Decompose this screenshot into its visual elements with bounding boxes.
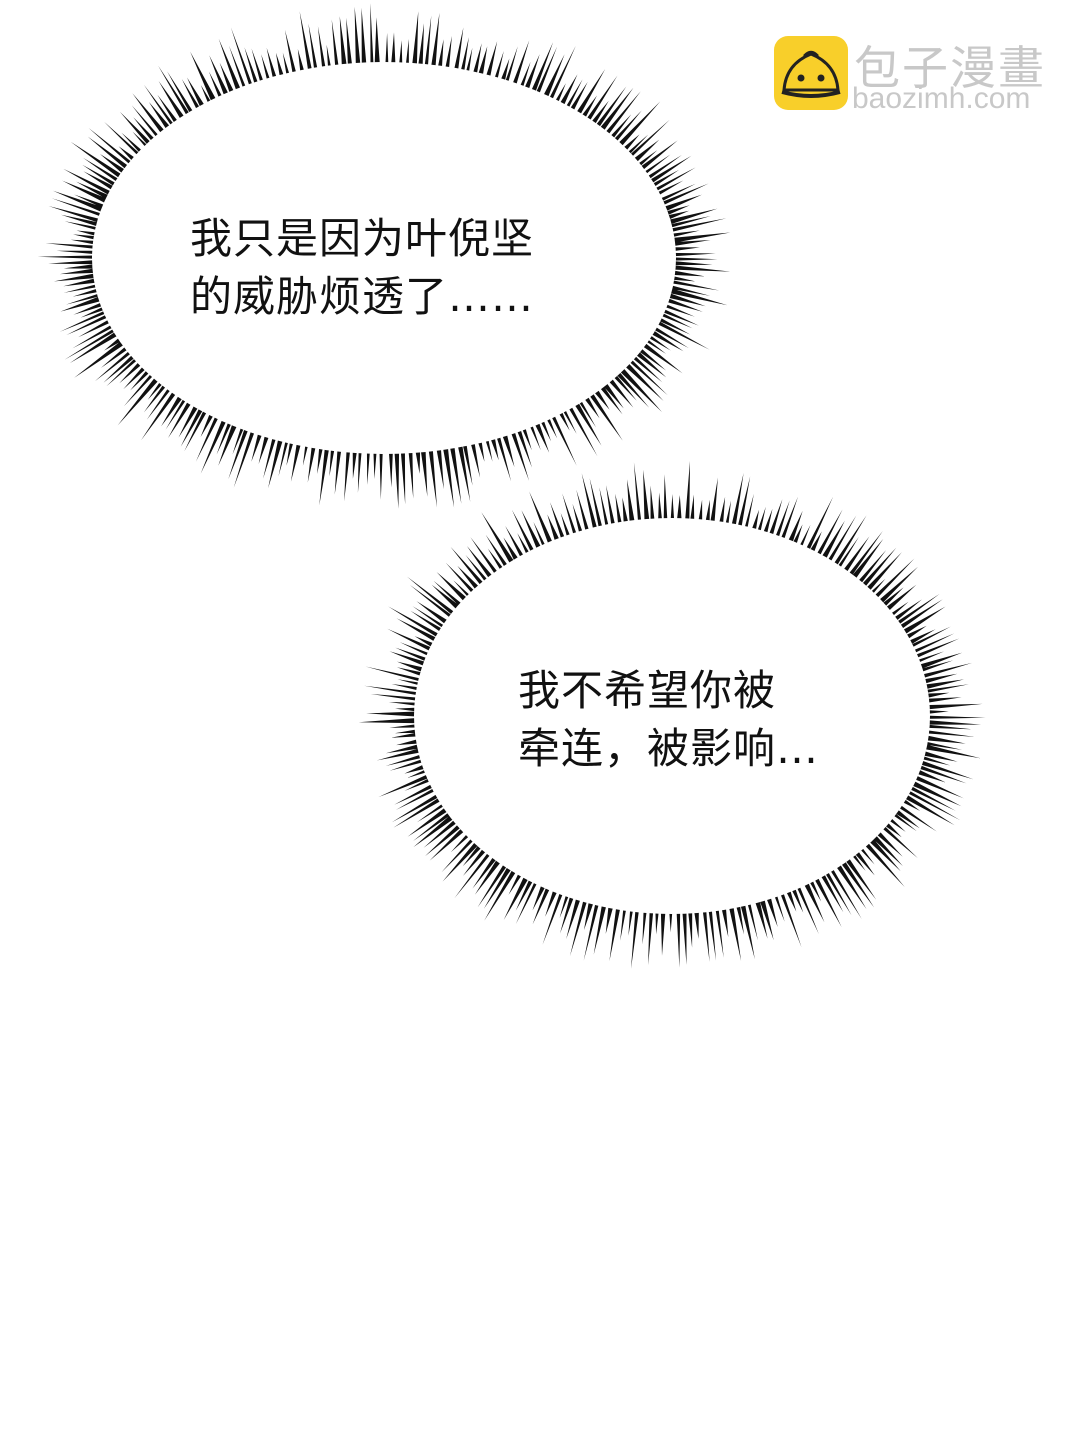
bun-mascot-icon <box>774 36 848 110</box>
bubble-1-line-1: 我只是因为叶倪坚 <box>190 214 535 263</box>
speech-bubble-2 <box>358 461 986 969</box>
watermark-title: 包子漫畫 <box>854 41 1046 95</box>
watermark: 包子漫畫 baozimh.com <box>774 36 1074 116</box>
watermark-url: baozimh.com <box>852 82 1031 115</box>
bubble-body <box>414 518 930 914</box>
bubble-2-line-1: 我不希望你被 <box>518 666 777 715</box>
speech-bubble-1-text: 我只是因为叶倪坚 的威胁烦透了…… <box>190 210 534 326</box>
bubble-2-line-2: 牵连，被影响… <box>518 724 820 773</box>
speech-bubble-1 <box>37 3 731 509</box>
bubble-1-line-2: 的威胁烦透了…… <box>190 272 535 321</box>
bubble-body <box>92 62 676 454</box>
speech-bubble-2-text: 我不希望你被 牵连，被影响… <box>518 662 819 778</box>
